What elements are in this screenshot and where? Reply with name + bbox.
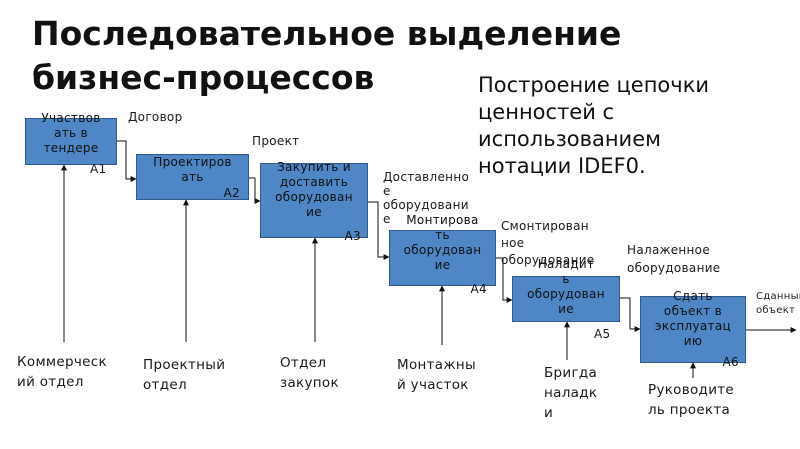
mechanism-line: Проектный [143,357,226,373]
box-a1-line: тендере [43,141,99,155]
box-a2-id: А2 [223,186,240,200]
mechanism-line: закупок [280,375,339,391]
box-a1-line: Участвов [41,111,101,125]
box-a3-id: А3 [344,229,361,243]
box-a4-line: оборудован [403,243,482,257]
box-a2-line: Проектиров [153,155,232,169]
slide-subtitle: Построение цепочки ценностей с использов… [478,72,709,180]
flow-a1-a2 [117,140,137,182]
box-a4-line: ть [435,228,450,242]
process-box-a1: Участвов ать в тендере [25,111,117,165]
mechanism-line: Бригда [544,365,598,381]
output-line: Договор [128,110,183,124]
slide-title: Последовательное выделение бизнес-процес… [32,12,621,100]
title-line-2: бизнес-процессов [32,58,375,97]
mechanism-label-commissioning-team: Бригда наладк и [544,363,597,423]
flow-a4-a5 [496,257,513,303]
box-a6-id: А6 [722,355,739,369]
box-a5-line: ие [558,302,574,316]
mechanism-label-purchasing: Отдел закупок [280,353,339,393]
output-line: объект [756,305,796,316]
output-label-proekt: Проект [252,134,299,149]
process-box-a6: Сдать объект в эксплуатац ию А6 [640,289,746,369]
process-box-a3: Закупить и доставить оборудован ие А3 [260,160,368,243]
box-a3-line: оборудован [275,190,353,204]
box-a3-line: Закупить и [277,160,351,174]
flow-a5-a6 [620,297,641,332]
output-line: е [383,212,391,226]
subtitle-line-1: Построение цепочки [478,73,710,97]
output-line: Смонтирован [501,219,589,233]
output-line: Сданный [756,291,800,302]
process-box-a2: Проектиров ать А2 [136,154,249,200]
mechanism-line: ль проекта [648,402,731,418]
box-a5-line: Наладит [537,257,595,271]
box-a5-line: оборудован [527,287,605,301]
mechanism-line: й участок [397,377,469,393]
box-a1-line: ать в [54,126,88,140]
box-a6-line: Сдать [673,289,713,303]
mechanism-line: Коммерческ [17,354,107,370]
output-label-mounted: Смонтирован ное оборудование [501,218,595,269]
box-a4-id: А4 [470,282,487,296]
box-a3-line: ие [306,205,322,219]
output-line: Доставленно [383,170,470,184]
mechanism-line: и [544,405,554,421]
mechanism-label-commercial: Коммерческ ий отдел [17,352,107,392]
mechanism-label-installation: Монтажны й участок [397,355,476,395]
box-a6-line: эксплуатац [655,319,731,333]
output-line: оборудовани [383,198,469,212]
output-label-handed-over: Сданный объект [756,290,800,318]
output-line: оборудование [627,261,721,275]
box-a3-line: доставить [279,175,349,189]
subtitle-line-2: ценностей с [478,100,615,124]
flow-a2-a3 [249,177,261,204]
box-a2-line: ать [181,170,204,184]
process-box-a4: Монтирова ть оборудован ие А4 [389,213,496,296]
title-line-1: Последовательное выделение [32,14,622,53]
box-a6-line: ию [683,334,703,348]
process-box-a5: Наладит ь оборудован ие [512,257,620,322]
output-line: ное [501,236,525,250]
subtitle-line-3: использованием [478,127,661,151]
box-a5-line: ь [562,272,570,286]
mechanism-line: отдел [143,377,187,393]
box-a5-id: А5 [594,327,611,341]
subtitle-line-4: нотации IDEF0. [478,154,646,178]
output-label-adjusted: Налаженное оборудование [627,241,721,277]
mechanism-line: Отдел [280,355,327,371]
output-line: оборудование [501,253,595,267]
mechanism-line: наладк [544,385,598,401]
box-a1-id: А1 [90,162,107,176]
box-a6-line: объект в [663,304,723,318]
output-line: Проект [252,134,300,148]
mechanism-line: Монтажны [397,357,476,373]
output-line: Налаженное [627,243,711,257]
output-line: е [383,184,391,198]
mechanism-label-design: Проектный отдел [143,355,225,395]
output-label-dogovor: Договор [128,110,183,125]
mechanism-line: Руководите [648,382,735,398]
flow-a3-a4 [368,201,390,260]
output-label-delivered: Доставленно е оборудовани е [383,170,469,226]
box-a4-line: ие [434,258,451,272]
box-a4-line: Монтирова [406,213,479,227]
mechanism-line: ий отдел [17,374,84,390]
mechanism-label-project-manager: Руководите ль проекта [648,380,734,420]
